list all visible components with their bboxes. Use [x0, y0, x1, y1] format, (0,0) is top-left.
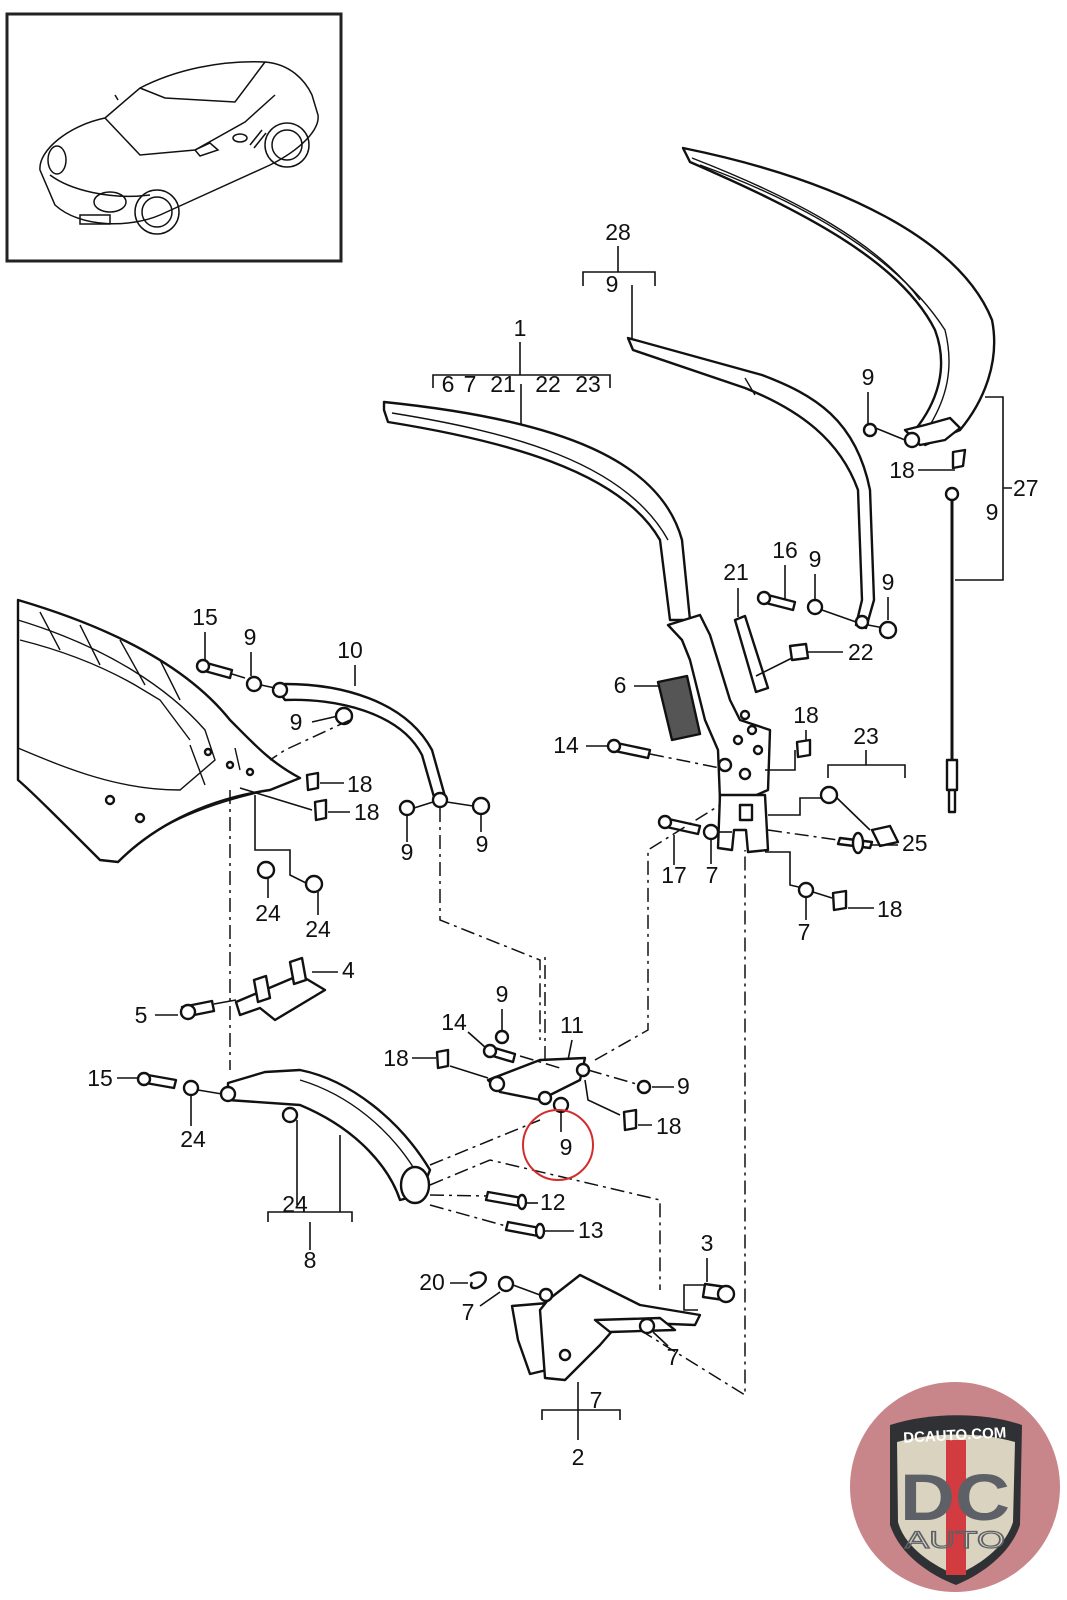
- part-side-rail-27: [681, 146, 996, 814]
- callout-1-sub-21: 21: [490, 371, 516, 397]
- callout-18: 18: [877, 896, 903, 922]
- callout-9: 9: [401, 839, 414, 865]
- callout-1: 1: [514, 315, 527, 341]
- callout-18: 18: [347, 771, 373, 797]
- logo-letters: DC: [900, 1460, 1010, 1534]
- pillar-mid-fasteners: 14 18 23 25 17 7 7 18: [553, 702, 927, 945]
- callout-8: 8: [304, 1247, 317, 1273]
- callout-7: 7: [667, 1344, 680, 1370]
- callout-9: 9: [677, 1073, 690, 1099]
- callout-28: 28: [605, 219, 631, 245]
- group-1: 1 6 7 21 22 23: [432, 315, 611, 432]
- bracket-11: 11 9 14 18 9 18: [383, 804, 721, 1139]
- highlight-part-9: 9: [522, 1109, 594, 1181]
- callout-7: 7: [798, 919, 811, 945]
- callout-5: 5: [135, 1002, 148, 1028]
- callout-1-sub-22: 22: [535, 371, 561, 397]
- callout-9: 9: [809, 546, 822, 572]
- callout-24: 24: [305, 916, 331, 942]
- callout-9: 9: [496, 981, 509, 1007]
- part-tension-link-28: [626, 336, 876, 630]
- callout-18: 18: [354, 799, 380, 825]
- callout-24: 24: [255, 900, 281, 926]
- group-28: 28 9: [582, 219, 656, 338]
- vehicle-thumbnail: [5, 12, 343, 263]
- dcauto-watermark-logo: DCAUTO.COM DC AUTO: [850, 1382, 1060, 1592]
- logo-stripe: [946, 1440, 966, 1575]
- callout-14: 14: [553, 732, 579, 758]
- callout-10: 10: [337, 637, 363, 663]
- callout-2: 2: [572, 1444, 585, 1470]
- callout-9: 9: [862, 364, 875, 390]
- callout-8-sub-24: 24: [282, 1191, 308, 1217]
- callout-9: 9: [882, 569, 895, 595]
- callout-1-sub-6: 6: [442, 371, 455, 397]
- callout-15: 15: [87, 1065, 113, 1091]
- rail-fasteners: 9 18: [862, 364, 967, 483]
- callout-20: 20: [419, 1269, 445, 1295]
- part-front-bow-1: [382, 400, 692, 622]
- callout-16: 16: [772, 537, 798, 563]
- callout-14: 14: [441, 1009, 467, 1035]
- part-rear-shell: [16, 598, 302, 864]
- bracket-4: 4 5: [135, 956, 355, 1028]
- car-icon: [39, 60, 319, 235]
- callout-1-sub-23: 23: [575, 371, 601, 397]
- callout-3: 3: [701, 1230, 714, 1256]
- part-arm-8: 15 24 24 8: [87, 1065, 661, 1290]
- callout-27-sub-9: 9: [986, 499, 999, 525]
- part-pad-6: 6: [614, 672, 702, 742]
- callout-18: 18: [889, 457, 915, 483]
- callout-12: 12: [540, 1189, 566, 1215]
- pins-12-13: 12 13: [429, 1189, 604, 1243]
- callout-27: 27: [1013, 475, 1039, 501]
- callout-9: 9: [290, 709, 303, 735]
- rear-bow-10: 15 9 10 9 18 18 9 9: [192, 604, 541, 1040]
- logo-auto-text: AUTO: [905, 1527, 1005, 1554]
- callout-18: 18: [793, 702, 819, 728]
- callout-7: 7: [706, 862, 719, 888]
- callout-6: 6: [614, 672, 627, 698]
- callout-25: 25: [902, 830, 928, 856]
- group-27: 27 9: [955, 396, 1039, 581]
- callout-7: 7: [462, 1299, 475, 1325]
- part-main-pillar: [666, 613, 772, 854]
- callout-18: 18: [383, 1045, 409, 1071]
- bushings-24: 24 24: [229, 790, 331, 1070]
- callout-24: 24: [180, 1126, 206, 1152]
- callout-2-sub-7: 7: [590, 1387, 603, 1413]
- callout-9: 9: [244, 624, 257, 650]
- callout-15: 15: [192, 604, 218, 630]
- part-strip-21: 21: [723, 559, 770, 694]
- callout-21: 21: [723, 559, 749, 585]
- callout-28-sub-9: 9: [606, 271, 619, 297]
- callout-13: 13: [578, 1217, 604, 1243]
- callout-11: 11: [560, 1012, 584, 1038]
- callout-23: 23: [853, 723, 879, 749]
- callout-18: 18: [656, 1113, 682, 1139]
- callout-4: 4: [342, 957, 355, 983]
- callout-1-sub-7: 7: [464, 371, 477, 397]
- callout-17: 17: [661, 862, 687, 888]
- callout-22: 22: [848, 639, 874, 665]
- logo-domain-text: DCAUTO.COM: [903, 1424, 1007, 1446]
- part-latch-2: 3 20 7 7 7 2: [419, 850, 746, 1470]
- callout-9: 9: [476, 831, 489, 857]
- pillar-top-fasteners: 16 9 9 22: [755, 537, 898, 677]
- callout-9-highlighted: 9: [560, 1134, 573, 1160]
